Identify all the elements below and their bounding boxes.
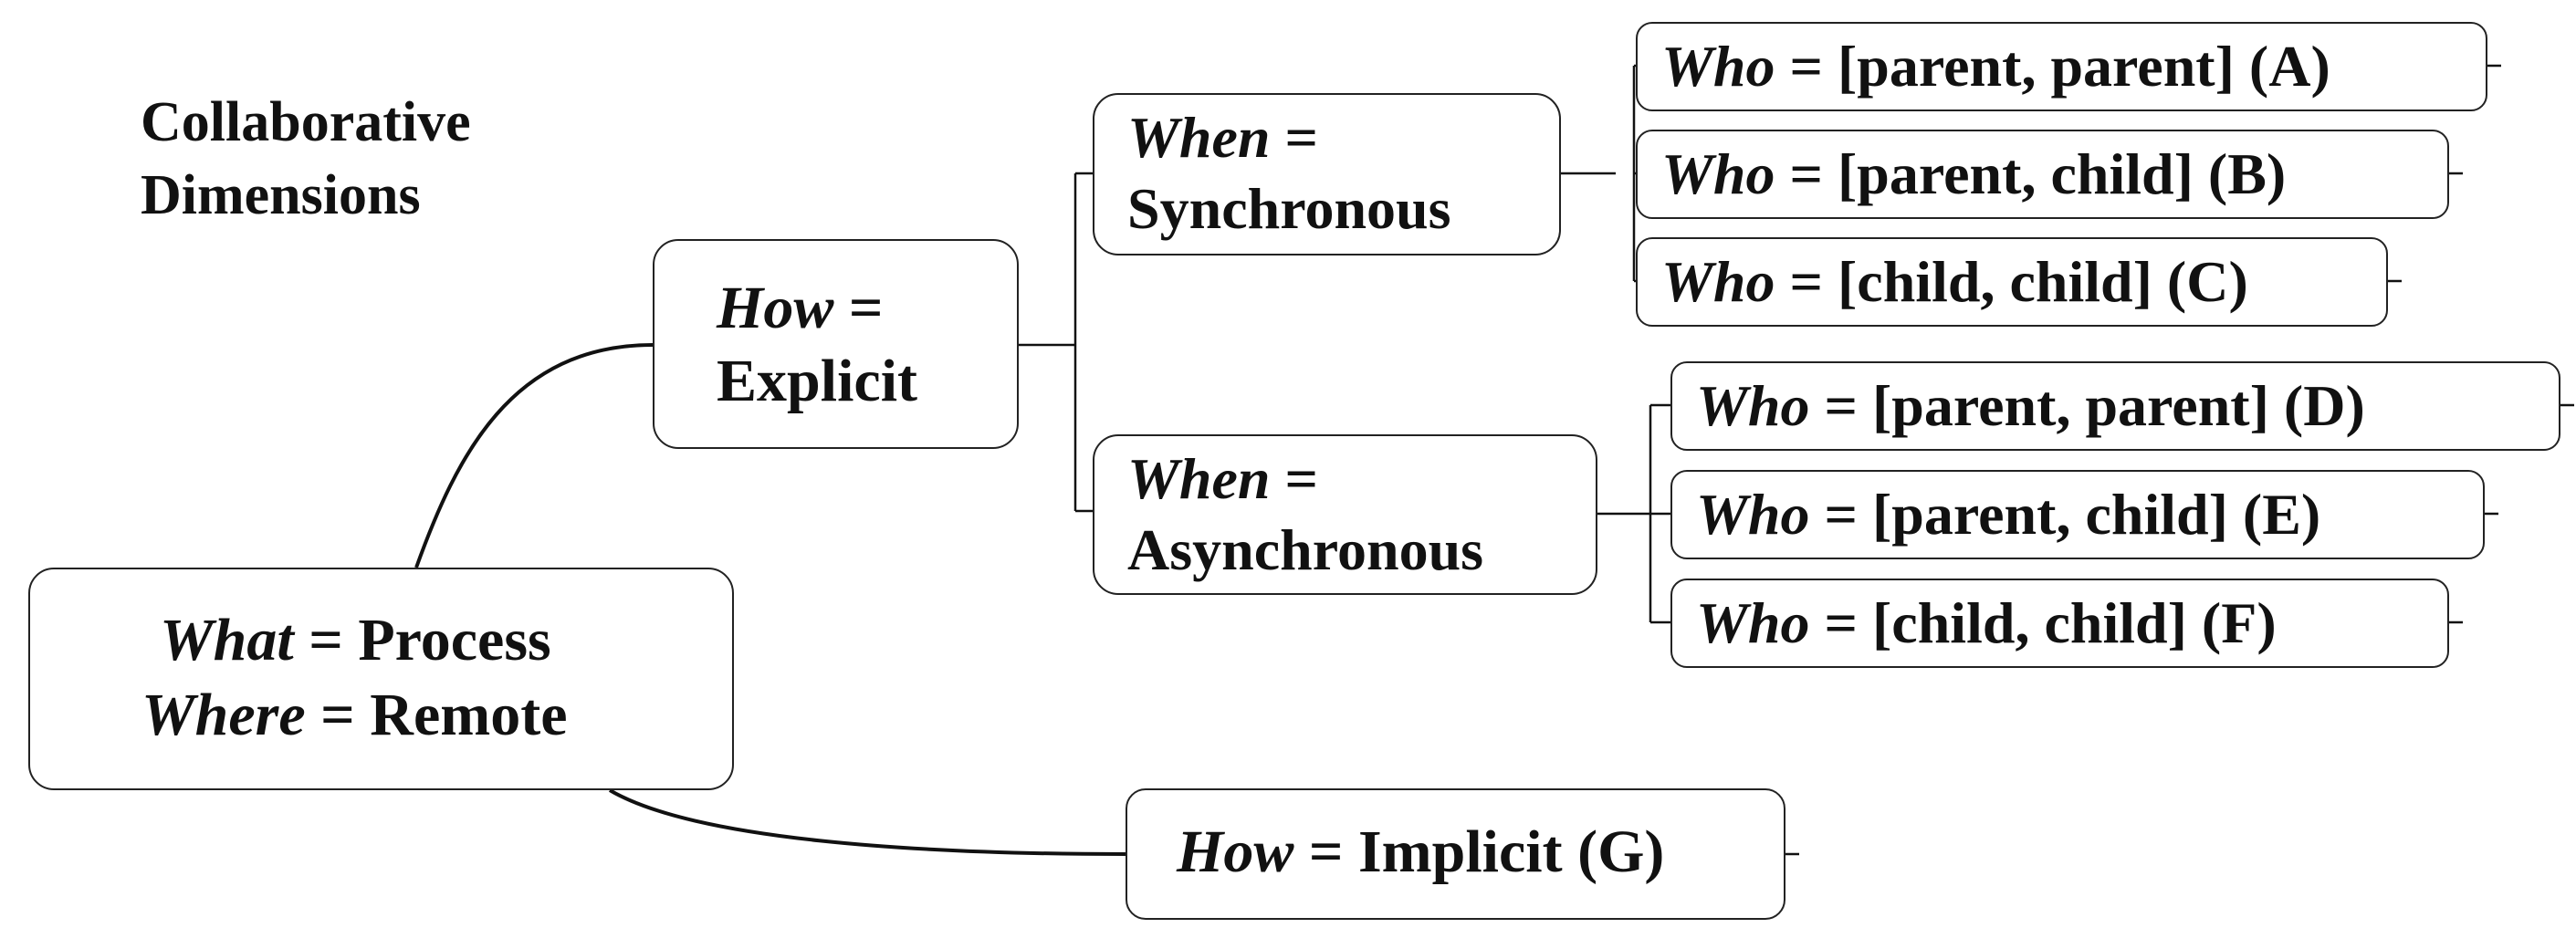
who-value: = [child, child] (C) [1789, 249, 2248, 314]
who-node-a: Who = [parent, parent] (A) [1636, 22, 2487, 111]
when-sync-line-1: When = [1127, 104, 1318, 172]
edge-root-implicit [608, 788, 1126, 856]
when-key: When [1127, 446, 1271, 511]
diagram-title-line-1: Collaborative [141, 91, 471, 153]
how-key: How [1177, 819, 1294, 885]
who-node-e: Who = [parent, child] (E) [1670, 470, 2485, 559]
edge-root-explicit [414, 343, 654, 568]
when-key: When [1127, 105, 1271, 170]
root-where-line: Where = Remote [141, 681, 568, 750]
equals-sign: = [1284, 105, 1318, 170]
who-node-f: Who = [child, child] (F) [1670, 579, 2449, 668]
who-value: = [parent, child] (E) [1824, 482, 2321, 547]
diagram-title: Collaborative Dimensions [141, 86, 471, 232]
who-value: = [child, child] (F) [1824, 590, 2277, 655]
equals-sign: = [1284, 446, 1318, 511]
who-key: Who [1661, 141, 1775, 206]
who-value: = [parent, parent] (A) [1789, 34, 2330, 99]
when-sync-value: Synchronous [1127, 176, 1451, 241]
edge-stubs [1785, 64, 2574, 856]
who-value: = [parent, parent] (D) [1824, 373, 2365, 438]
how-implicit-node: How = Implicit (G) [1126, 788, 1785, 920]
root-node: What = Process Where = Remote [28, 568, 734, 790]
edge-async-who [1597, 403, 1670, 624]
who-value: = [parent, child] (B) [1789, 141, 2287, 206]
how-explicit-value: Explicit [717, 348, 918, 414]
who-key: Who [1661, 34, 1775, 99]
who-key: Who [1696, 482, 1810, 547]
who-node-b: Who = [parent, child] (B) [1636, 130, 2449, 219]
where-value: = Remote [320, 682, 568, 748]
edge-explicit-when [1019, 172, 1093, 513]
root-what-line: What = Process [160, 606, 551, 675]
who-node-d: Who = [parent, parent] (D) [1670, 361, 2560, 451]
equals-sign: = [848, 275, 884, 341]
who-node-c: Who = [child, child] (C) [1636, 237, 2388, 327]
how-explicit-node: How = Explicit [653, 239, 1019, 449]
who-key: Who [1696, 373, 1810, 438]
diagram-title-line-2: Dimensions [141, 164, 421, 226]
what-key: What [160, 607, 294, 673]
what-value: = Process [309, 607, 551, 673]
who-key: Who [1696, 590, 1810, 655]
when-async-value: Asynchronous [1127, 517, 1484, 582]
when-synchronous-node: When = Synchronous [1093, 93, 1561, 255]
how-implicit-value: = Implicit (G) [1308, 819, 1665, 885]
how-key: How [717, 275, 834, 341]
how-explicit-line-1: How = [717, 274, 883, 343]
who-key: Who [1661, 249, 1775, 314]
edge-sync-who [1561, 64, 1636, 283]
where-key: Where [141, 682, 306, 748]
when-asynchronous-node: When = Asynchronous [1093, 434, 1597, 595]
when-async-line-1: When = [1127, 445, 1318, 513]
